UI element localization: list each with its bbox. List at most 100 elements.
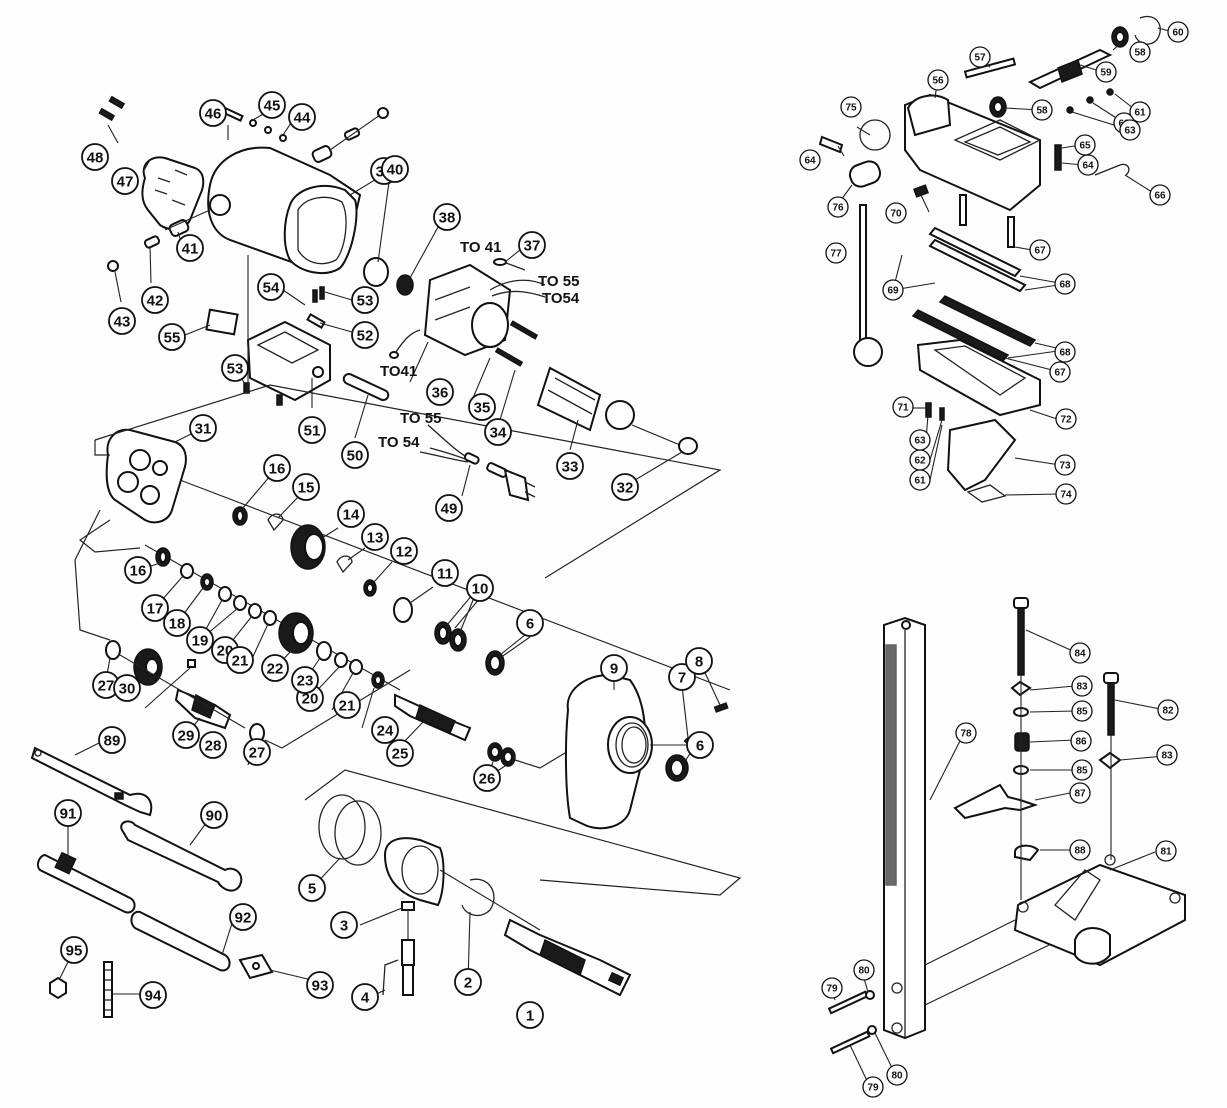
- callout-number: 21: [232, 653, 249, 670]
- callout-number: 59: [1100, 68, 1112, 79]
- callout-gear: 14: [337, 500, 365, 528]
- callout-number: 24: [377, 723, 394, 740]
- callout-circle: [433, 203, 461, 231]
- callout-water-valve: 4: [351, 983, 379, 1011]
- callout-number: 56: [932, 76, 944, 87]
- callout-number: 9: [610, 661, 618, 678]
- callout-circle: [840, 96, 862, 118]
- callout-circle: [298, 874, 326, 902]
- callout-circle: [60, 936, 88, 964]
- callout-pin: 67: [1049, 361, 1071, 383]
- callout-number: 55: [164, 330, 181, 347]
- callout-hex-nut: 95: [60, 936, 88, 964]
- callout-number: 72: [1060, 415, 1072, 426]
- callout-circle: [821, 977, 843, 999]
- callout-circle: [292, 473, 320, 501]
- callout-circle: [1149, 184, 1171, 206]
- callout-bolt: 79: [821, 977, 843, 999]
- callout-retaining-ring: 60: [1167, 21, 1189, 43]
- callout-handle: 77: [825, 242, 847, 264]
- callout-bearing: 58: [1031, 99, 1053, 121]
- callout-number: 95: [66, 943, 83, 960]
- callout-retaining-ring: 11: [431, 559, 459, 587]
- callout-number: 61: [914, 476, 926, 487]
- wire-label-to55-a: TO 55: [538, 273, 579, 290]
- callout-circle: [556, 452, 584, 480]
- callout-brush-cap: 43: [108, 307, 136, 335]
- callout-circle: [54, 799, 82, 827]
- callout-circle: [1070, 730, 1092, 752]
- callout-circle: [518, 231, 546, 259]
- callout-circle: [81, 143, 109, 171]
- callout-number: 64: [1082, 161, 1094, 172]
- callout-number: 52: [357, 328, 374, 345]
- callout-circle: [200, 801, 228, 829]
- callout-number: 6: [696, 738, 704, 755]
- callout-number: 86: [1075, 737, 1087, 748]
- callout-circle: [189, 414, 217, 442]
- callout-number: 27: [98, 678, 115, 695]
- callout-screw: 8: [685, 647, 713, 675]
- callout-number: 4: [361, 990, 370, 1007]
- callout-gear-housing: 9: [600, 654, 628, 682]
- callout-circle: [337, 500, 365, 528]
- callout-circle: [909, 429, 931, 451]
- callout-circle: [686, 731, 714, 759]
- brush-parts-drawing: [107, 107, 389, 272]
- callout-key: 15: [292, 473, 320, 501]
- callout-number: 45: [264, 98, 281, 115]
- end-cover-drawing: [141, 156, 205, 231]
- callout-number: 84: [1074, 649, 1086, 660]
- callout-pin: 57: [969, 46, 991, 68]
- callout-gear: 30: [113, 674, 141, 702]
- callout-circle: [1054, 341, 1076, 363]
- callout-number: 68: [1059, 348, 1071, 359]
- callout-screw: 53: [221, 354, 249, 382]
- wire-label-to54-b: TO 54: [378, 434, 420, 451]
- callout-number: 30: [119, 681, 136, 698]
- callout-circle: [330, 911, 358, 939]
- callout-circle: [351, 321, 379, 349]
- callout-number: 16: [130, 563, 147, 580]
- callout-circle: [1054, 454, 1076, 476]
- callout-circle: [886, 1064, 908, 1086]
- callout-shaft: 25: [386, 739, 414, 767]
- callout-circle: [199, 731, 227, 759]
- callout-bearing: 18: [163, 609, 191, 637]
- callout-spring: 38: [433, 203, 461, 231]
- callout-circle: [199, 99, 227, 127]
- callout-hex-key: 66: [1149, 184, 1171, 206]
- callout-number: 87: [1074, 789, 1086, 800]
- callout-circle: [827, 196, 849, 218]
- callout-number: 36: [432, 385, 449, 402]
- callout-circle: [333, 691, 361, 719]
- callout-circle: [186, 626, 214, 654]
- callout-number: 81: [1160, 847, 1172, 858]
- callout-motor-plate: 72: [1055, 408, 1077, 430]
- callout-circle: [468, 393, 496, 421]
- callout-pad: 74: [1055, 483, 1077, 505]
- wire-labels: TO 41 TO 55 TO54 TO41 TO 55 TO 54: [378, 239, 580, 451]
- callout-number: 2: [464, 975, 472, 992]
- callout-circle: [288, 103, 316, 131]
- callout-number: 58: [1134, 48, 1146, 59]
- callout-circle: [381, 155, 409, 183]
- callout-number: 94: [145, 988, 162, 1005]
- callout-number: 47: [117, 174, 134, 191]
- callout-bolt: 71: [892, 396, 914, 418]
- wire-label-to41-b: TO41: [380, 363, 417, 380]
- callout-nut: 61: [909, 469, 931, 491]
- carriage-drawing: [818, 15, 1161, 367]
- callout-gibs: 68: [1054, 273, 1076, 295]
- callout-bearings: 10: [466, 574, 494, 602]
- callout-cam: 88: [1069, 839, 1091, 861]
- callout-circle: [1029, 239, 1051, 261]
- callout-number: 66: [1154, 191, 1166, 202]
- callout-circle: [600, 654, 628, 682]
- gear-cover-drawing: [105, 428, 187, 524]
- callout-spindle-assembly: 1: [516, 1001, 544, 1029]
- callout-circle: [1074, 134, 1096, 156]
- gear-housing-drawing: [564, 673, 729, 830]
